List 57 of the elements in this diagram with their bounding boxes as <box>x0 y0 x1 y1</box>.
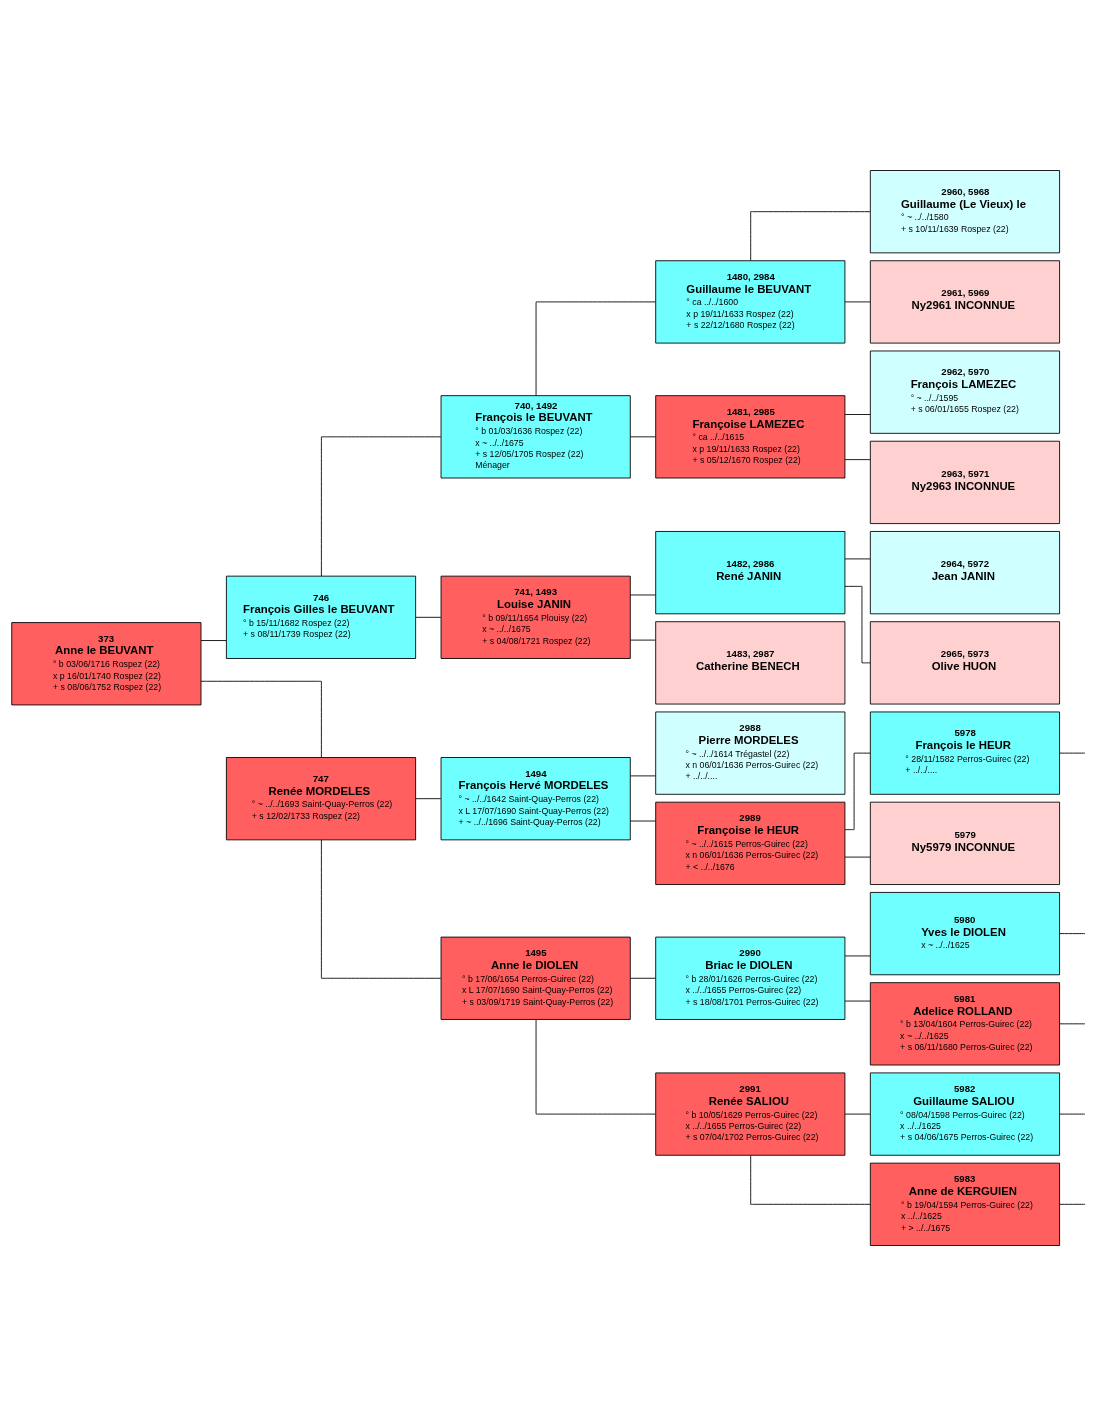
node-box: 2991 Renée SALIOU ° b 10/05/1629 Perros-Guirec (22) x ../../1655 Perros-Guirec (22) + s 07/04/1702 Perros-Guirec (22) <box>655 1071 846 1156</box>
node-box: 2989 Françoise le HEUR ° ~ ../../1615 Perros-Guirec (22) x n 06/01/1636 Perros-Guirec (22) + < ../../1676 <box>655 801 846 885</box>
node-box: 1495 Anne le DIOLEN ° b 17/06/1654 Perros-Guirec (22) x L 17/07/1690 Saint-Quay-Perros (22) + s 03/09/1719 Saint-Quay-Perros (22) <box>440 936 631 1020</box>
node-box: 2990 Briac le DIOLEN ° b 28/01/1626 Perros-Guirec (22) x ../../1655 Perros-Guirec (22) + s 18/08/1701 Perros-Guirec (22) <box>655 936 846 1020</box>
node-box: 2963, 5971 Ny2963 INCONNUE <box>869 440 1060 524</box>
node-box: 1480, 2984 Guillaume le BEUVANT ° ca ../../1600 x p 19/11/1633 Rospez (22) + s 22/12/1680 Rospez (22) <box>655 259 846 344</box>
connector <box>1059 1022 1086 1024</box>
connector <box>844 557 871 559</box>
connector <box>630 639 656 641</box>
connector <box>320 435 442 577</box>
node-box: 2961, 5969 Ny2961 INCONNUE <box>869 259 1060 344</box>
node-box: 373 Anne le BEUVANT ° b 03/06/1716 Rospez (22) x p 16/01/1740 Rospez (22) + s 08/06/1752 Rospez (22) <box>11 621 202 705</box>
node-box: 1482, 2986 René JANIN <box>655 530 846 614</box>
node-box: 5978 François le HEUR ° 28/11/1582 Perros-Guirec (22) + ../../.... <box>869 711 1060 795</box>
connector <box>1059 1203 1086 1205</box>
node-box: 5980 Yves le DIOLEN x ~ ../../1625 <box>869 891 1060 975</box>
node-box: 2965, 5973 Olive HUON <box>869 620 1060 704</box>
node-box: 1481, 2985 Françoise LAMEZEC ° ca ../../1615 x p 19/11/1633 Rospez (22) + s 05/12/1670 Rospez (22) <box>655 394 846 478</box>
node-box: 1494 François Hervé MORDELES ° ~ ../../1642 Saint-Quay-Perros (22) x L 17/07/1690 Saint-Quay-Perros (22) + ~ ../../1696 Saint-Quay-Perros (22) <box>440 756 631 840</box>
connector <box>750 210 871 261</box>
connector <box>415 797 442 799</box>
connector <box>415 616 442 618</box>
connector <box>630 774 656 776</box>
connector <box>200 639 227 641</box>
connector <box>630 977 656 979</box>
connector <box>1059 932 1086 934</box>
node-box: 5981 Adelice ROLLAND ° b 13/04/1604 Perros-Guirec (22) x ~ ../../1625 + s 06/11/1680 Perros-Guirec (22) <box>869 981 1060 1065</box>
connector <box>844 856 871 858</box>
connector <box>630 435 656 437</box>
connector <box>1059 1113 1086 1114</box>
connector <box>844 458 871 460</box>
connector <box>844 585 871 663</box>
node-box: 1483, 2987 Catherine BENECH <box>655 620 846 704</box>
connector <box>750 1154 871 1205</box>
connector <box>844 413 871 415</box>
node-box: 2960, 5968 Guillaume (Le Vieux) le ° ~ ../../1580 + s 10/11/1639 Rospez (22) <box>869 169 1060 253</box>
connector <box>844 955 871 956</box>
connector <box>630 820 656 821</box>
node-box: 741, 1493 Louise JANIN ° b 09/11/1654 Plouisy (22) x ~ ../../1675 + s 04/08/1721 Rospez (22) <box>440 575 631 659</box>
node-box: 2988 Pierre MORDELES ° ~ ../../1614 Trégastel (22) x n 06/01/1636 Perros-Guirec (22) + ../../.... <box>655 711 846 795</box>
node-box: 747 Renée MORDELES ° ~ ../../1693 Saint-Quay-Perros (22) + s 12/02/1733 Rospez (22) <box>225 756 417 840</box>
connector <box>1059 752 1086 754</box>
connector <box>844 1113 871 1114</box>
node-box: 5982 Guillaume SALIOU ° 08/04/1598 Perros-Guirec (22) x ../../1625 + s 04/06/1675 Perros-Guirec (22) <box>869 1071 1060 1156</box>
connector <box>844 1000 871 1001</box>
node-box: 2964, 5972 Jean JANIN <box>869 530 1060 614</box>
connector <box>535 301 656 396</box>
node-box: 5983 Anne de KERGUIEN ° b 19/04/1594 Perros-Guirec (22) x ../../1625 + > ../../1675 <box>869 1162 1060 1246</box>
node-box: 5979 Ny5979 INCONNUE <box>869 801 1060 885</box>
connector <box>844 301 871 302</box>
connector <box>535 1018 656 1114</box>
connector <box>320 838 442 979</box>
connector <box>630 594 656 595</box>
node-box: 2962, 5970 François LAMEZEC ° ~ ../../1595 + s 06/01/1655 Rospez (22) <box>869 350 1060 434</box>
node-box: 746 François Gilles le BEUVANT ° b 15/11/1682 Rospez (22) + s 08/11/1739 Rospez (22) <box>225 575 417 659</box>
connector <box>200 680 322 758</box>
node-box: 740, 1492 François le BEUVANT ° b 01/03/1636 Rospez (22) x ~ ../../1675 + s 12/05/1705 Rospez (22) Ménager <box>440 394 631 478</box>
